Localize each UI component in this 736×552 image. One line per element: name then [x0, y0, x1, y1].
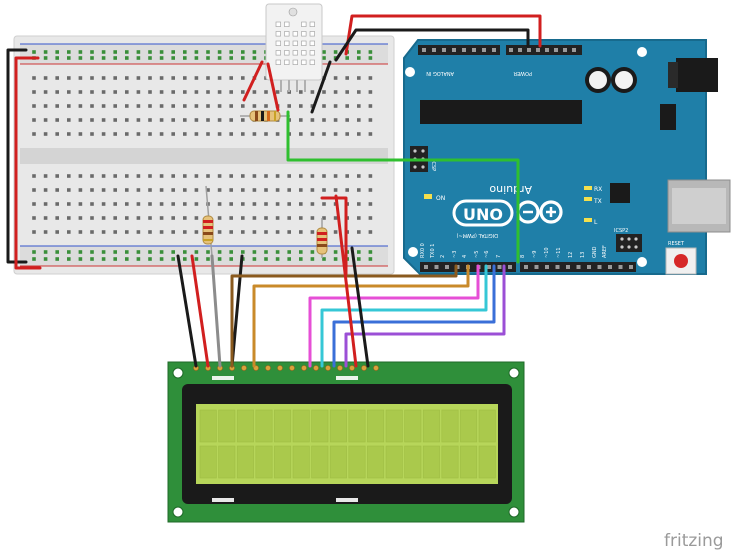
wire-magenta-lcd-d4: [308, 264, 480, 368]
wire-red-rail-left: [14, 56, 42, 270]
digital-pin-label: TX0 1: [430, 244, 436, 259]
mounting-hole: [172, 506, 184, 518]
on-label: ON: [436, 195, 445, 202]
wire-red-5v: [344, 14, 542, 56]
digital-pin-labels: RX0 0 TX0 1 2 ~3 4 ~5 ~6 7 8 ~9 ~10 ~11 12 13 GND AREF: [420, 243, 608, 259]
icsp-label: ICSP2: [614, 228, 628, 234]
icsp2-vertical-label: ICSP: [430, 160, 436, 171]
analog-in-label: ANALOG IN: [426, 70, 454, 76]
power-label: POWER: [513, 70, 532, 76]
wire-blue-lcd-d6: [332, 264, 496, 368]
l-label: L: [594, 219, 598, 226]
usb-controller-chip: [610, 183, 630, 203]
digital-pin-label: 7: [496, 255, 502, 258]
digital-pin-label: 8: [520, 255, 526, 258]
mounting-hole: [408, 247, 418, 257]
power-jack: [676, 58, 718, 92]
mounting-hole: [508, 506, 520, 518]
wire-brown-lcd-rs: [230, 264, 458, 368]
uno-logo-text: UNO: [463, 205, 503, 224]
digital-pin-label: ~11: [556, 247, 562, 258]
wire-black-gnd: [334, 28, 530, 62]
digital-pin-label: ~5: [474, 251, 480, 258]
wire-red-dht-vcc: [242, 60, 264, 102]
wire-cyan-lcd-d5: [320, 264, 488, 368]
lcd-character-grid: [199, 409, 496, 479]
wire-red-lcd-vdd: [190, 254, 210, 368]
pullup-resistor: [240, 110, 290, 122]
wire-red-backlight: [320, 196, 348, 278]
l-led: [584, 218, 592, 222]
wire-red-dht-data: [266, 62, 280, 112]
digital-pin-label: RX0 0: [420, 243, 426, 258]
dht-sensor: [265, 3, 323, 92]
wire-green-data: [286, 110, 520, 264]
tx-label: TX: [593, 198, 602, 205]
wire-purple-lcd-d7: [344, 264, 506, 368]
digital-pin-label: ~9: [532, 251, 538, 258]
digital-pin-label: GND: [592, 246, 598, 258]
microcontroller-chip: [420, 100, 582, 124]
fritzing-watermark-text: fritzing: [664, 531, 724, 551]
rx-label: RX: [594, 186, 602, 193]
digital-pin-label: 4: [462, 255, 468, 258]
digital-label: DIGITAL (PWM~): [456, 232, 498, 238]
wire-black-lcd-cathode: [350, 246, 370, 368]
mounting-hole: [172, 367, 184, 379]
on-led: [424, 194, 432, 199]
digital-pin-label: ~3: [452, 251, 458, 258]
digital-pin-label: AREF: [602, 245, 608, 258]
digital-pin-label: ~6: [484, 251, 490, 258]
digital-pin-label: 12: [568, 252, 574, 258]
digital-pin-label: 13: [580, 252, 586, 258]
voltage-regulator: [660, 104, 676, 130]
wire-orange-lcd-en: [252, 264, 470, 368]
wire-red-lcd-anode: [334, 194, 358, 368]
icsp2-header: [616, 234, 642, 252]
wire-black-lcd-vss: [176, 254, 198, 368]
tx-led: [584, 197, 592, 201]
arduino-uno-board: ANALOG IN POWER ICSP UNO: [403, 39, 731, 275]
wire-black-lcd-rw: [230, 254, 244, 368]
mounting-hole: [637, 257, 647, 267]
contrast-resistor: [202, 185, 214, 257]
reset-label: RESET: [668, 241, 685, 247]
mounting-hole: [637, 47, 647, 57]
digital-pin-label: ~10: [544, 247, 550, 258]
wires: [6, 14, 542, 368]
mounting-hole: [405, 67, 415, 77]
breadboard-holes: [32, 50, 373, 261]
fritzing-watermark: fritzing: [664, 531, 724, 551]
mounting-hole: [508, 367, 520, 379]
top-header-pins: [422, 48, 576, 52]
digital-pin-label: 2: [440, 255, 446, 258]
wire-gray-lcd-v0: [210, 254, 222, 368]
arduino-brand-text: Arduino: [489, 183, 532, 196]
backlight-resistor: [316, 218, 328, 258]
rx-led: [584, 186, 592, 190]
wire-black-dht-gnd: [310, 60, 332, 114]
power-header: [506, 45, 582, 55]
lcd-16x2-module: [167, 361, 525, 523]
analog-header: [418, 45, 500, 55]
